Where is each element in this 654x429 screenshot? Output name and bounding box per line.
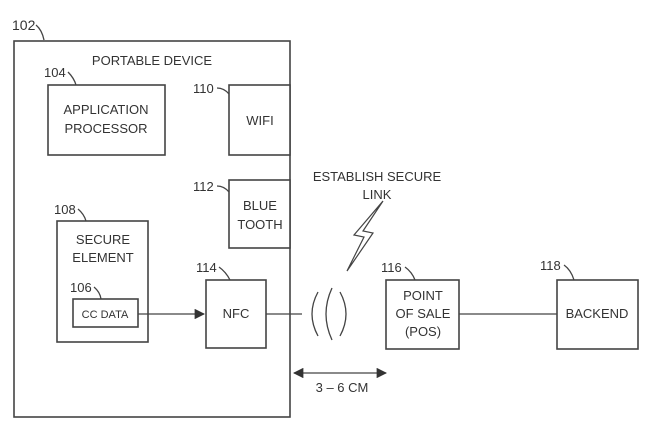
application-processor: 104 APPLICATION PROCESSOR — [44, 65, 166, 156]
portable-device-ref: 102 — [12, 17, 36, 33]
cc-data: 106 CC DATA — [70, 280, 139, 328]
cc-data-box — [72, 298, 139, 328]
wave-arc-outer — [339, 291, 347, 337]
backend-ref: 118 — [540, 258, 561, 273]
application-processor-line2: PROCESSOR — [64, 121, 147, 136]
bluetooth-line1: BLUE — [243, 198, 277, 213]
pos-line2: OF SALE — [396, 306, 451, 321]
point-of-sale: 116 POINT OF SALE (POS) — [381, 260, 460, 350]
secure-element-line2: ELEMENT — [72, 250, 133, 265]
distance-indicator: 3 – 6 CM — [292, 367, 388, 395]
bluetooth-ref: 112 — [193, 179, 214, 194]
portable-device-leader — [35, 24, 45, 41]
pos-line3: (POS) — [405, 324, 441, 339]
secure-element-leader — [77, 208, 87, 222]
wave-arc-inner — [311, 291, 319, 337]
wave-arc-middle — [325, 287, 333, 341]
pos-ref: 116 — [381, 260, 402, 275]
nfc-module: 114 NFC — [196, 260, 267, 349]
backend: 118 BACKEND — [540, 258, 639, 350]
pos-line1: POINT — [403, 288, 443, 303]
portable-device-title: PORTABLE DEVICE — [92, 53, 212, 68]
cc-data-leader — [93, 286, 102, 300]
wifi-module: 110 WIFI — [193, 81, 291, 156]
backend-leader — [563, 264, 575, 281]
backend-box — [556, 279, 639, 350]
wifi-label: WIFI — [246, 113, 273, 128]
backend-label: BACKEND — [566, 306, 629, 321]
wifi-box — [228, 84, 291, 156]
bluetooth-box — [228, 179, 291, 249]
application-processor-line1: APPLICATION — [63, 102, 148, 117]
secure-element-ref: 108 — [54, 202, 76, 217]
nfc-box — [205, 279, 267, 349]
wifi-leader — [216, 87, 230, 95]
pos-leader — [404, 266, 416, 281]
wifi-ref: 110 — [193, 81, 214, 96]
secure-element-line1: SECURE — [76, 232, 131, 247]
nfc-label: NFC — [223, 306, 250, 321]
nfc-leader — [218, 266, 231, 281]
cc-data-ref: 106 — [70, 280, 92, 295]
bluetooth-line2: TOOTH — [237, 217, 282, 232]
secure-link-line2: LINK — [363, 187, 392, 202]
cc-data-label: CC DATA — [82, 309, 129, 321]
nfc-ref: 114 — [196, 260, 217, 275]
lightning-arrow-icon — [346, 200, 384, 272]
application-processor-leader — [67, 71, 77, 86]
application-processor-ref: 104 — [44, 65, 66, 80]
secure-link-line1: ESTABLISH SECURE — [313, 169, 442, 184]
application-processor-box — [47, 84, 166, 156]
bluetooth-leader — [216, 185, 230, 193]
bluetooth-module: 112 BLUE TOOTH — [193, 179, 291, 249]
wireless-waves-icon — [311, 287, 347, 341]
secure-link-annotation: ESTABLISH SECURE LINK — [313, 169, 442, 272]
distance-label: 3 – 6 CM — [316, 380, 369, 395]
